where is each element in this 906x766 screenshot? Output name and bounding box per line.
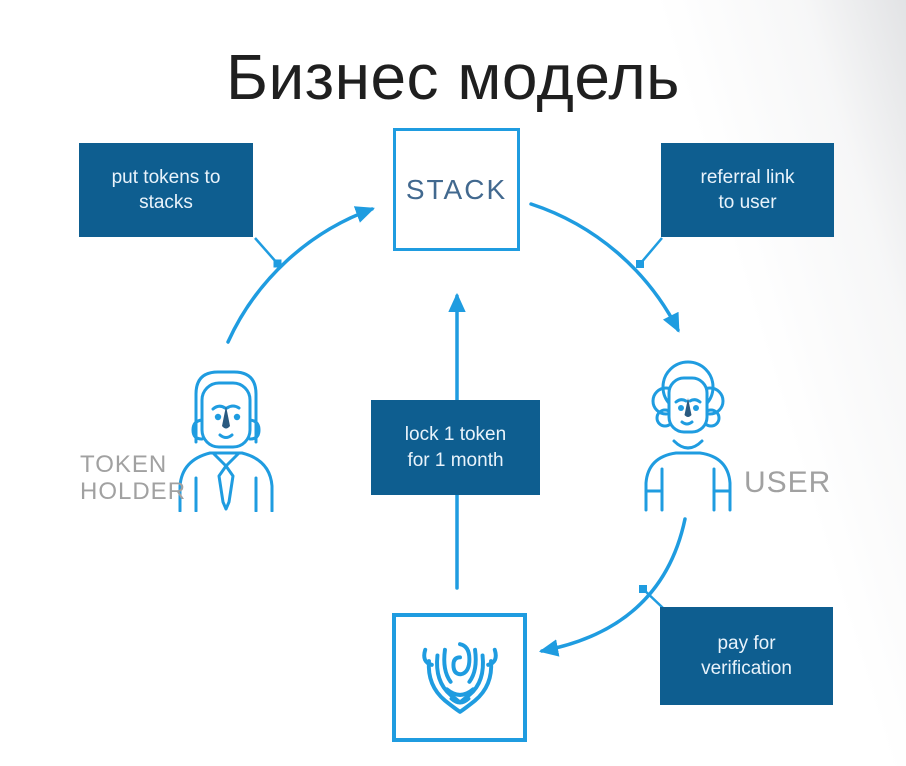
connector-dot <box>636 260 644 268</box>
token-holder-icon <box>178 370 274 512</box>
label-lock-token: lock 1 token for 1 month <box>371 400 540 495</box>
verification-node <box>392 613 527 742</box>
stack-label: STACK <box>405 173 508 205</box>
leader-put-tokens <box>254 237 278 264</box>
arrow-stack-to-user <box>529 202 680 333</box>
stack-node: STACK <box>393 128 520 251</box>
label-line: lock 1 token <box>404 424 507 446</box>
label-line: for 1 month <box>407 449 504 471</box>
arrow-user-to-verification <box>538 517 687 657</box>
label-referral-link: referral link to user <box>661 143 834 237</box>
label-line: pay for <box>717 632 776 654</box>
user-label: USER <box>744 466 831 500</box>
label-put-tokens: put tokens to stacks <box>79 143 253 237</box>
leader-referral <box>639 237 663 265</box>
label-line: TOKEN <box>80 451 168 478</box>
label-line: stacks <box>139 192 193 213</box>
connector-dot <box>273 259 282 268</box>
label-line: put tokens to <box>111 166 221 188</box>
label-line: verification <box>701 658 792 679</box>
connector-dot <box>639 585 647 593</box>
page-title: Бизнес модель <box>226 40 680 113</box>
label-pay-verification: pay for verification <box>660 607 833 705</box>
label-line: referral link <box>700 166 795 188</box>
token-holder-label: TOKEN HOLDER <box>80 451 187 506</box>
arrow-holder-to-stack <box>226 206 375 344</box>
user-icon <box>644 360 732 512</box>
label-line: HOLDER <box>80 477 187 505</box>
label-line: to user <box>718 192 777 213</box>
label-line: USER <box>744 466 832 499</box>
fingerprint-icon <box>421 641 498 714</box>
